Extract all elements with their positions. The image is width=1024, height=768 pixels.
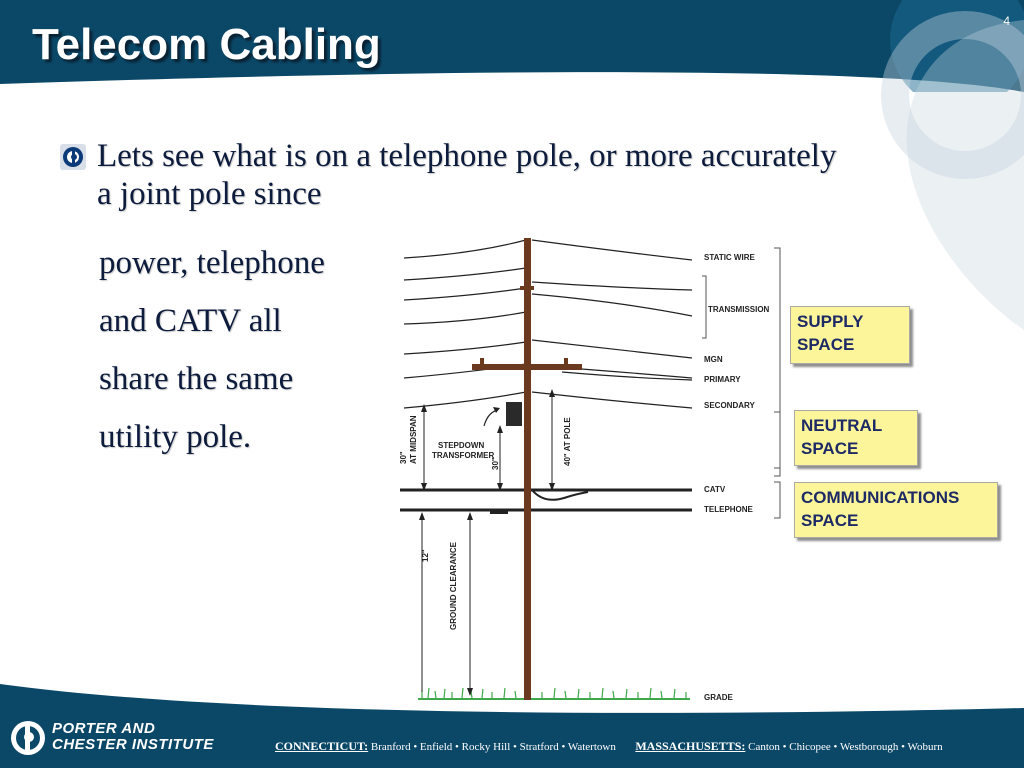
bullet-item: Lets see what is on a telephone pole, or… bbox=[60, 137, 1010, 175]
label-grade: GRADE bbox=[704, 693, 734, 702]
communications-space-box: COMMUNICATIONS SPACE bbox=[794, 482, 998, 538]
insulator bbox=[564, 358, 568, 366]
bullet-block: Lets see what is on a telephone pole, or… bbox=[60, 137, 1010, 213]
label-primary: PRIMARY bbox=[704, 375, 741, 384]
page-number: 4 bbox=[1003, 14, 1010, 28]
arrow-heads bbox=[419, 389, 555, 696]
porter-chester-logo-icon bbox=[11, 721, 45, 755]
footer-org-name: PORTER AND CHESTER INSTITUTE bbox=[52, 721, 214, 753]
footer-ma-towns: Canton • Chicopee • Westborough • Woburn bbox=[748, 741, 943, 753]
bullet-line-2: a joint pole since bbox=[97, 176, 322, 212]
label-mgn: MGN bbox=[704, 355, 723, 364]
footer-org-line1: PORTER AND bbox=[52, 720, 156, 737]
footer-ma-state: MASSACHUSETTS: bbox=[635, 739, 746, 753]
footer-ct-state: CONNECTICUT: bbox=[275, 739, 369, 753]
bullet-line-6: utility pole. bbox=[99, 419, 252, 455]
label-telephone: TELEPHONE bbox=[704, 505, 754, 514]
footer-band bbox=[0, 684, 1024, 768]
label-secondary: SECONDARY bbox=[704, 401, 755, 410]
pc-logo-bullet-icon bbox=[60, 144, 86, 170]
slide-title: Telecom Cabling bbox=[32, 20, 381, 69]
footer-locations: CONNECTICUT: Branford • Enfield • Rocky … bbox=[275, 739, 1020, 754]
label-at-pole: 40" AT POLE bbox=[563, 417, 572, 466]
label-catv-telephone-gap: 12" bbox=[421, 549, 430, 562]
wires bbox=[403, 239, 693, 409]
catv-drop bbox=[531, 489, 589, 501]
label-static-wire: STATIC WIRE bbox=[704, 253, 755, 262]
label-ground-clearance: GROUND CLEARANCE bbox=[449, 541, 458, 630]
joint-pole-diagram: 30" AT MIDSPAN 30" 40" AT POLE 12" GROUN… bbox=[399, 238, 781, 702]
utility-pole bbox=[524, 238, 531, 700]
transformer-icon bbox=[506, 402, 522, 426]
label-transformer: TRANSFORMER bbox=[432, 451, 494, 460]
decorative-arcs bbox=[881, 11, 1024, 330]
label-transmission: TRANSMISSION bbox=[708, 305, 770, 314]
footer-org-line2: CHESTER INSTITUTE bbox=[52, 736, 214, 753]
space-brackets bbox=[702, 247, 781, 519]
supply-space-box: SUPPLY SPACE bbox=[790, 306, 910, 364]
bullet-line-3: power, telephone bbox=[99, 245, 325, 281]
bullet-line-5: share the same bbox=[99, 361, 294, 397]
dimension-arrows bbox=[421, 392, 553, 694]
label-catv: CATV bbox=[704, 485, 726, 494]
header-band bbox=[0, 0, 1024, 92]
neutral-space-box: NEUTRAL SPACE bbox=[794, 410, 918, 466]
bullet-line-1: Lets see what is on a telephone pole, or… bbox=[97, 138, 837, 174]
footer-ct-towns: Branford • Enfield • Rocky Hill • Stratf… bbox=[370, 741, 616, 753]
bullet-line-4: and CATV all bbox=[99, 303, 282, 339]
label-stepdown: STEPDOWN bbox=[438, 441, 484, 450]
label-at-midspan-value: 30" bbox=[399, 451, 408, 464]
label-at-midspan: AT MIDSPAN bbox=[409, 415, 418, 464]
insulator bbox=[480, 358, 484, 366]
telephone-splice bbox=[490, 509, 508, 514]
label-transformer-gap: 30" bbox=[491, 457, 500, 470]
